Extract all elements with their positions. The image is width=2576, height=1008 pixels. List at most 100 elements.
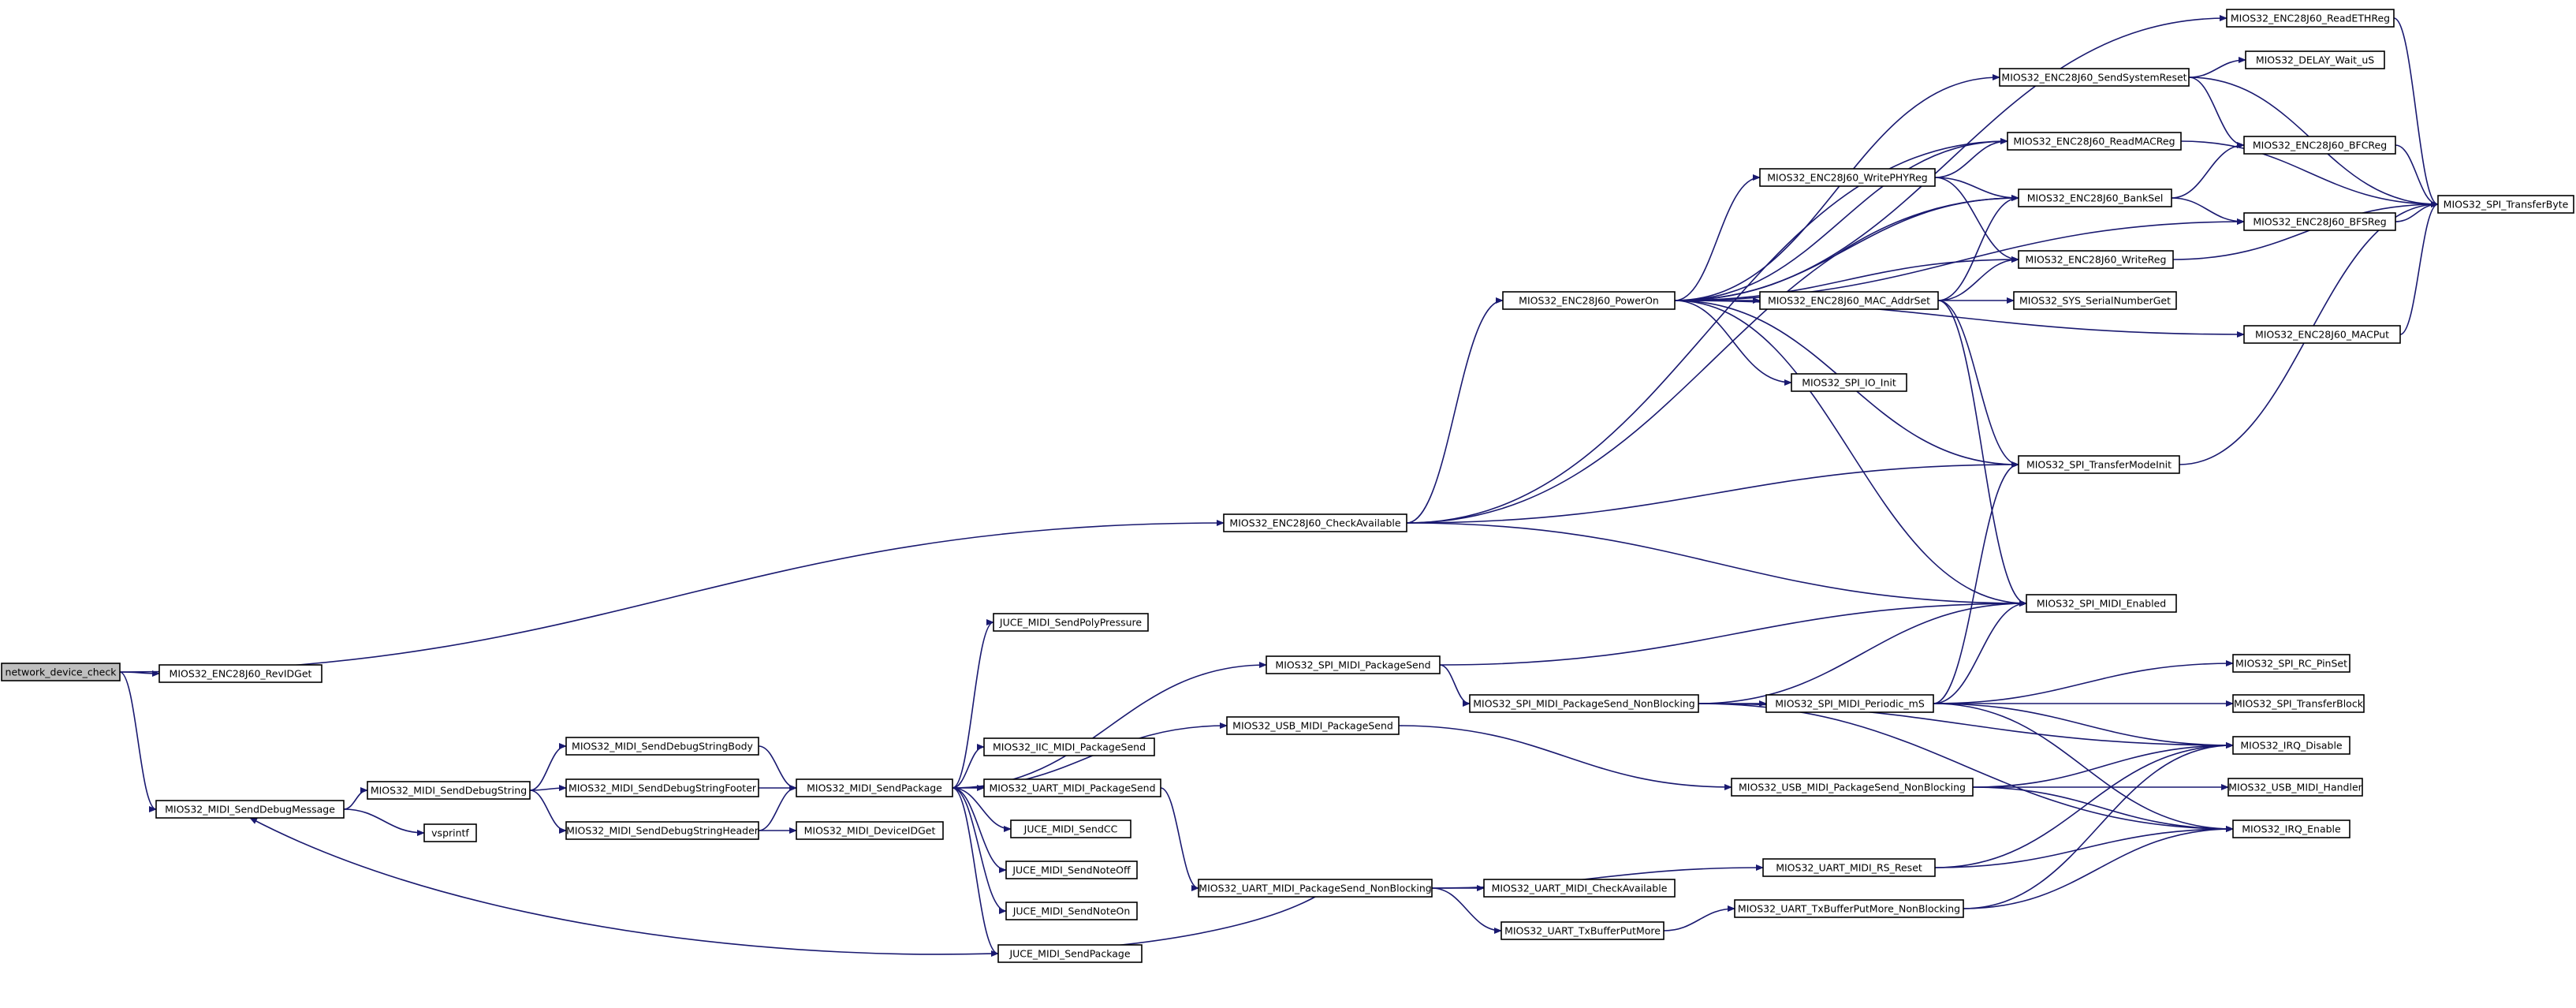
node-irq-disable[interactable]: MIOS32_IRQ_Disable [2232,736,2350,755]
node-power-on[interactable]: MIOS32_ENC28J60_PowerOn [1502,291,1676,310]
node-uart-midi-package-send[interactable]: MIOS32_UART_MIDI_PackageSend [983,778,1161,797]
node-rev-id-get[interactable]: MIOS32_ENC28J60_RevIDGet [158,664,322,683]
node-mac-addr-set[interactable]: MIOS32_ENC28J60_MAC_AddrSet [1759,291,1939,310]
node-uart-midi-rs-reset[interactable]: MIOS32_UART_MIDI_RS_Reset [1762,858,1936,877]
node-usb-midi-handler[interactable]: MIOS32_USB_MIDI_Handler [2227,778,2363,797]
edge-power-on-to-write-phy-reg [1674,174,1761,301]
node-box [2007,132,2182,151]
node-uart-tx-buffer-put-more[interactable]: MIOS32_UART_TxBufferPutMore [1500,921,1665,940]
node-label: JUCE_MIDI_SendPackage [1008,948,1130,960]
node-send-debug-string[interactable]: MIOS32_MIDI_SendDebugString [367,781,531,800]
node-bfc-reg[interactable]: MIOS32_ENC28J60_BFCReg [2243,136,2396,155]
edge-check-available-to-power-on [1406,297,1504,524]
node-send-debug-string-header[interactable]: MIOS32_MIDI_SendDebugStringHeader [565,821,759,840]
node-label: MIOS32_MIDI_SendDebugString [371,785,527,797]
edge-bank-sel-to-bfc-reg [2171,142,2245,199]
node-juce-poly-pressure[interactable]: JUCE_MIDI_SendPolyPressure [993,613,1149,632]
node-send-package[interactable]: MIOS32_MIDI_SendPackage [796,778,953,797]
node-label: MIOS32_ENC28J60_BFSReg [2253,216,2386,228]
edge-send-package-to-juce-send-package [952,787,999,957]
node-box [1010,819,1131,838]
node-send-debug-string-footer[interactable]: MIOS32_MIDI_SendDebugStringFooter [565,778,759,797]
node-box [1791,373,1907,392]
node-spi-io-init[interactable]: MIOS32_SPI_IO_Init [1791,373,1907,392]
node-spi-midi-periodic[interactable]: MIOS32_SPI_MIDI_Periodic_mS [1765,694,1934,713]
edge-read-mac-reg-to-spi-transfer-byte [2180,140,2439,207]
node-mac-put[interactable]: MIOS32_ENC28J60_MACPut [2243,325,2401,344]
node-vsprintf[interactable]: vsprintf [423,823,477,842]
node-spi-midi-package-send[interactable]: MIOS32_SPI_MIDI_PackageSend [1266,655,1441,674]
node-label: MIOS32_ENC28J60_PowerOn [1519,295,1659,307]
node-irq-enable[interactable]: MIOS32_IRQ_Enable [2232,819,2350,838]
node-box [155,800,345,819]
node-label: MIOS32_SPI_MIDI_Enabled [2037,598,2166,610]
node-uart-tx-buffer-put-more-nb[interactable]: MIOS32_UART_TxBufferPutMore_NonBlocking [1734,899,1964,918]
node-label: MIOS32_USB_MIDI_PackageSend [1232,720,1393,732]
node-label: MIOS32_UART_MIDI_PackageSend_NonBlocking [1199,883,1431,894]
edge-send-system-reset-to-bfc-reg [2188,77,2245,148]
edge-send-debug-message-to-send-debug-string [343,787,368,810]
node-box [2232,694,2365,713]
node-device-id-get[interactable]: MIOS32_MIDI_DeviceIDGet [796,821,944,840]
edge-read-eth-reg-to-spi-transfer-byte [2393,17,2439,207]
edge-check-available-to-read-mac-reg [1406,138,2008,524]
node-juce-send-note-on[interactable]: JUCE_MIDI_SendNoteOn [1005,902,1138,920]
node-iic-midi-package-send[interactable]: MIOS32_IIC_MIDI_PackageSend [983,737,1155,756]
node-spi-midi-enabled[interactable]: MIOS32_SPI_MIDI_Enabled [2026,594,2177,613]
node-check-available[interactable]: MIOS32_ENC28J60_CheckAvailable [1223,513,1407,532]
edge-send-debug-string-header-to-send-package [758,785,797,831]
node-box [1759,168,1936,187]
node-label: MIOS32_UART_MIDI_CheckAvailable [1492,883,1668,894]
node-box [1198,879,1433,898]
node-read-eth-reg[interactable]: MIOS32_ENC28J60_ReadETHReg [2226,9,2395,28]
node-read-mac-reg[interactable]: MIOS32_ENC28J60_ReadMACReg [2007,132,2182,151]
node-network-device-check[interactable]: network_device_check [1,663,121,681]
node-usb-midi-package-send[interactable]: MIOS32_USB_MIDI_PackageSend [1226,716,1400,735]
node-uart-midi-package-send-nb[interactable]: MIOS32_UART_MIDI_PackageSend_NonBlocking [1198,879,1433,898]
node-spi-midi-package-send-nb[interactable]: MIOS32_SPI_MIDI_PackageSend_NonBlocking [1469,694,1699,713]
edge-mac-addr-set-to-spi-midi-enabled [1937,300,2027,607]
edge-check-available-to-spi-transfer-mode-init [1406,461,2019,524]
edge-send-package-to-juce-send-note-on [952,787,1007,914]
node-spi-rc-pin-set[interactable]: MIOS32_SPI_RC_PinSet [2232,654,2350,673]
node-box [983,737,1155,756]
node-box [2013,291,2177,310]
node-box [1500,921,1665,940]
node-box [1502,291,1676,310]
node-send-debug-string-body[interactable]: MIOS32_MIDI_SendDebugStringBody [565,737,759,756]
node-box [983,778,1161,797]
node-label: MIOS32_SYS_SerialNumberGet [2019,295,2171,307]
edge-power-on-to-spi-io-init [1674,300,1792,386]
node-send-system-reset[interactable]: MIOS32_ENC28J60_SendSystemReset [1999,68,2190,87]
node-uart-midi-check-available[interactable]: MIOS32_UART_MIDI_CheckAvailable [1483,879,1676,898]
node-juce-send-package[interactable]: JUCE_MIDI_SendPackage [997,944,1143,963]
node-box [2243,136,2396,155]
node-bank-sel[interactable]: MIOS32_ENC28J60_BankSel [2018,189,2172,207]
node-write-reg[interactable]: MIOS32_ENC28J60_WriteReg [2018,250,2174,269]
edge-send-package-to-juce-send-cc [952,787,1012,832]
node-label: MIOS32_ENC28J60_SendSystemReset [2001,72,2186,84]
node-send-debug-message[interactable]: MIOS32_MIDI_SendDebugMessage [155,800,345,819]
edge-uart-midi-package-send-to-uart-midi-package-send-nb [1160,787,1199,891]
node-spi-transfer-block[interactable]: MIOS32_SPI_TransferBlock [2232,694,2365,713]
edge-spi-midi-periodic-to-irq-enable [1933,703,2234,832]
node-usb-midi-package-send-nb[interactable]: MIOS32_USB_MIDI_PackageSend_NonBlocking [1731,778,1974,797]
node-juce-send-cc[interactable]: JUCE_MIDI_SendCC [1010,819,1131,838]
node-label: MIOS32_MIDI_SendDebugStringBody [572,741,753,752]
node-label: MIOS32_ENC28J60_MACPut [2255,329,2389,341]
node-label: MIOS32_UART_MIDI_PackageSend [989,782,1155,794]
edge-mac-addr-set-to-bank-sel [1937,195,2019,301]
node-bfs-reg[interactable]: MIOS32_ENC28J60_BFSReg [2243,212,2396,231]
node-spi-transfer-mode-init[interactable]: MIOS32_SPI_TransferModeInit [2018,455,2180,474]
node-write-phy-reg[interactable]: MIOS32_ENC28J60_WritePHYReg [1759,168,1936,187]
node-box [796,778,953,797]
node-label: MIOS32_MIDI_DeviceIDGet [804,825,936,837]
node-box [2245,50,2385,69]
node-juce-send-note-off[interactable]: JUCE_MIDI_SendNoteOff [1005,861,1138,879]
node-sys-serial-number-get[interactable]: MIOS32_SYS_SerialNumberGet [2013,291,2177,310]
node-spi-transfer-byte[interactable]: MIOS32_SPI_TransferByte [2437,195,2574,214]
edge-power-on-to-write-reg [1674,256,2019,301]
node-box [1223,513,1407,532]
node-delay-wait-us[interactable]: MIOS32_DELAY_Wait_uS [2245,50,2385,69]
